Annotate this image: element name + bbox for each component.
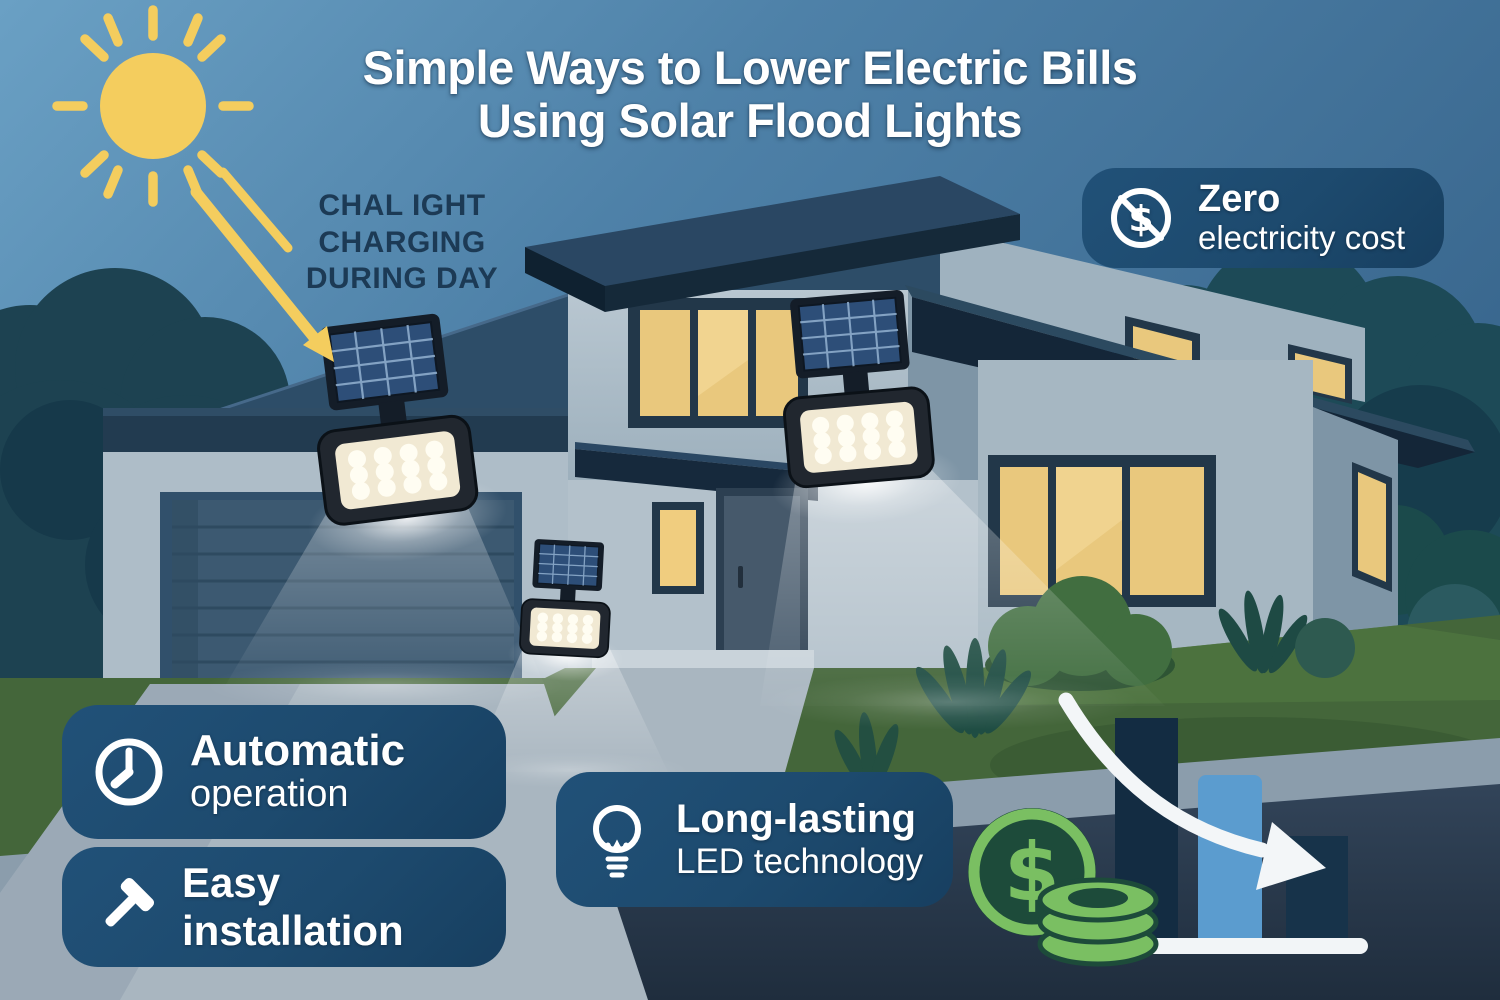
zero-cost-badge: $ Zero electricity cost: [1082, 168, 1444, 268]
page-title: Simple Ways to Lower Electric Bills Usin…: [0, 41, 1500, 147]
title-line-1: Simple Ways to Lower Electric Bills: [362, 41, 1138, 94]
coin-stack-icon: [1037, 877, 1159, 967]
automatic-subheading: operation: [190, 773, 349, 816]
zero-cost-heading: Zero: [1198, 177, 1281, 220]
charging-callout: CHAL IGHT CHARGING DURING DAY: [305, 189, 499, 296]
led-technology-badge: Long-lasting LED technology: [556, 772, 953, 907]
sun-arrow: [190, 167, 334, 362]
bar-light: [1198, 775, 1262, 945]
down-arrow: [1058, 692, 1270, 858]
light-bulb-icon: [593, 804, 641, 877]
title-line-2: Using Solar Flood Lights: [477, 93, 1023, 147]
savings-chart: $: [968, 692, 1368, 967]
clock-icon: [95, 738, 163, 806]
led-heading: Long-lasting: [676, 797, 916, 842]
no-dollar-icon: $: [1111, 188, 1171, 248]
automatic-operation-badge: Automatic operation: [62, 705, 506, 839]
automatic-heading: Automatic: [190, 726, 406, 775]
sun-icon: [52, 5, 254, 207]
led-subheading: LED technology: [676, 841, 924, 881]
chart-baseline: [1128, 938, 1368, 954]
zero-cost-subheading: electricity cost: [1198, 218, 1406, 256]
hammer-icon: [105, 877, 155, 927]
easy-heading: Easy installation: [182, 859, 404, 954]
easy-installation-badge: Easy installation: [62, 847, 506, 967]
